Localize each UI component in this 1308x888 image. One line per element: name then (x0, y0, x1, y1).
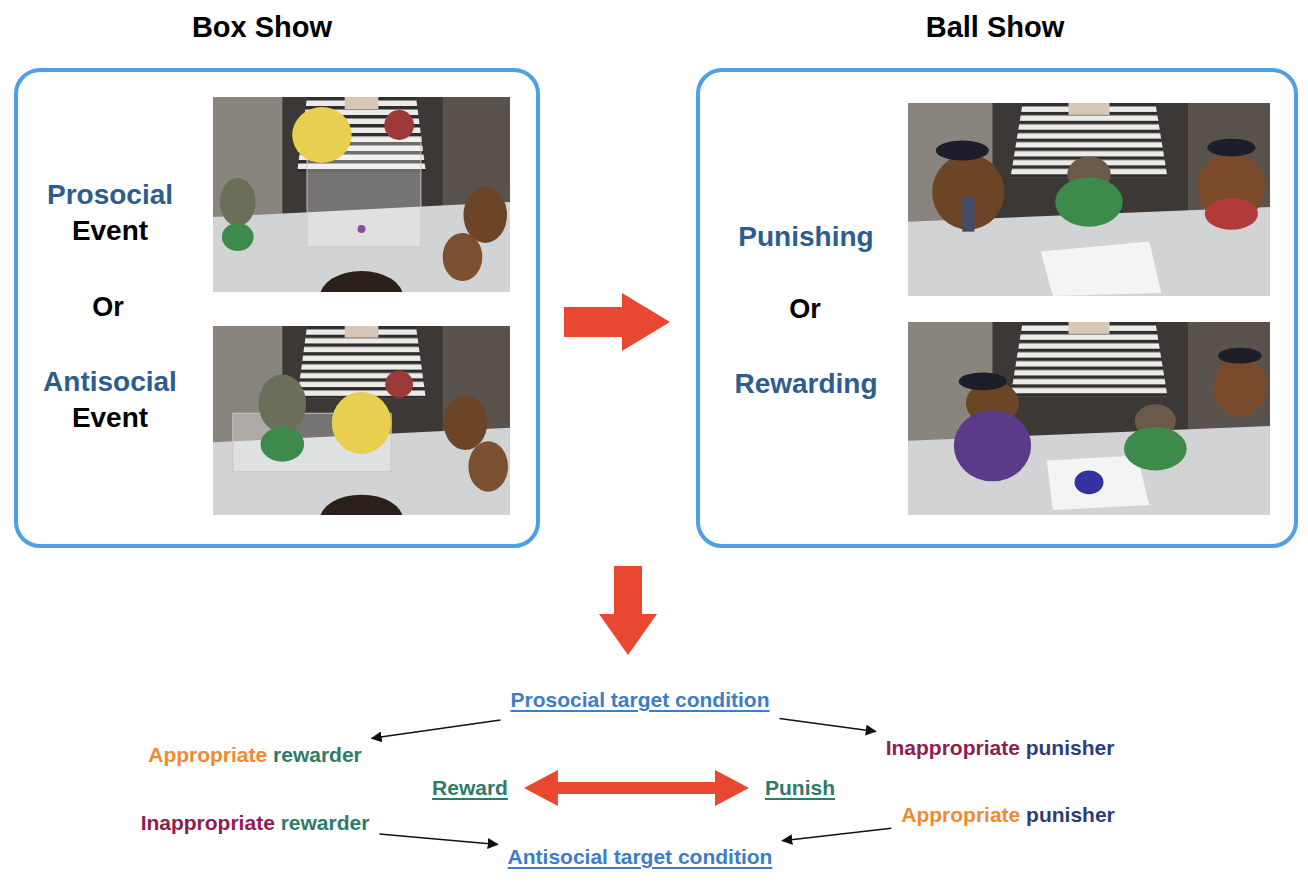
text-slot: Or (789, 292, 821, 327)
rabbit-shirt (1055, 177, 1123, 226)
word: punisher (1020, 803, 1115, 826)
condition-text: Inappropriate rewarder (141, 811, 370, 835)
word: Antisocial (43, 364, 177, 400)
condition-label: Appropriate punisher (897, 801, 1119, 829)
photo (213, 326, 510, 545)
condition-text: Punish (765, 776, 835, 800)
police-hat (936, 141, 989, 161)
condition-text: Inappropriate punisher (886, 736, 1115, 760)
rabbit-toy (220, 178, 256, 226)
rabbit-shirt (1124, 427, 1187, 471)
condition-label: Inappropriate rewarder (137, 809, 374, 837)
condition-label: Prosocial target condition (506, 686, 773, 714)
text-slot: Or (92, 290, 124, 325)
word: Event (72, 402, 148, 433)
event-label: Or (789, 292, 821, 327)
condition-text: Reward (432, 776, 508, 800)
condition-label: Appropriate rewarder (144, 741, 366, 769)
word: Prosocial (47, 177, 173, 213)
event-label: Punishing (738, 219, 873, 255)
arrow-line (780, 719, 876, 732)
word: rewarder (275, 811, 370, 834)
arrow-line (372, 720, 501, 738)
dog-toy (468, 441, 508, 491)
photo-scene (908, 103, 1270, 296)
police-hat (959, 372, 1007, 390)
child-head (320, 271, 403, 323)
photo-scene (908, 322, 1270, 515)
word: Appropriate (148, 743, 267, 766)
event-label: Rewarding (734, 366, 877, 402)
word: rewarder (267, 743, 362, 766)
rabbit-shirt (261, 427, 305, 462)
condition-label: Punish (761, 774, 839, 802)
text-slot: Prosocial Event (47, 177, 173, 250)
condition-text: Appropriate rewarder (148, 743, 362, 767)
red-toy (385, 371, 413, 398)
event-label: Or (92, 290, 124, 325)
word: Inappropriate (886, 736, 1020, 759)
text-slot: Box Show (192, 9, 332, 47)
arrow-line (379, 834, 497, 844)
word: Event (72, 215, 148, 246)
photo (908, 322, 1270, 515)
photo (908, 103, 1270, 296)
condition-label: Reward (428, 774, 512, 802)
text-slot: Rewarding (734, 366, 877, 402)
paper (1041, 242, 1162, 296)
child-head (320, 495, 403, 545)
blue-ball (1075, 470, 1104, 494)
photo-scene (213, 97, 510, 292)
condition-text: Prosocial target condition (510, 688, 769, 712)
photo-scene (213, 326, 510, 515)
tie (962, 197, 974, 232)
down-arrow (599, 566, 657, 655)
panel-title: Box Show (192, 9, 332, 47)
word: Inappropriate (141, 811, 275, 834)
rabbit-toy (259, 374, 307, 432)
dog-toy (444, 396, 488, 450)
police-hat (1207, 139, 1255, 157)
red-toy (384, 110, 414, 140)
rabbit-shirt (222, 223, 254, 251)
police-hat (1218, 348, 1261, 364)
photo (213, 97, 510, 323)
event-label: Prosocial Event (47, 177, 173, 250)
yellow-toy (332, 392, 391, 454)
panel-title: Ball Show (926, 9, 1065, 47)
condition-label: Antisocial target condition (504, 843, 777, 871)
word: Appropriate (901, 803, 1020, 826)
block-arrow (524, 770, 749, 806)
text-slot: Punishing (738, 219, 873, 255)
purple-shirt (954, 410, 1031, 481)
text-slot: Ball Show (926, 9, 1065, 47)
dog-toy (1213, 357, 1266, 416)
arrow-line (782, 828, 891, 840)
yellow-toy (292, 107, 351, 163)
text-slot: Antisocial Event (43, 364, 177, 437)
dog-toy (443, 233, 483, 281)
event-label: Antisocial Event (43, 364, 177, 437)
show-panel: Box ShowProsocial EventOrAntisocial Even… (14, 68, 540, 548)
condition-text: Appropriate punisher (901, 803, 1115, 827)
condition-label: Inappropriate punisher (882, 734, 1119, 762)
dog-toy (463, 187, 507, 243)
block-arrow (564, 293, 670, 351)
condition-text: Antisocial target condition (508, 845, 773, 869)
show-panel: Ball ShowPunishingOrRewarding (696, 68, 1298, 548)
word: punisher (1020, 736, 1115, 759)
small-toy (358, 225, 366, 233)
red-shirt (1205, 198, 1258, 230)
